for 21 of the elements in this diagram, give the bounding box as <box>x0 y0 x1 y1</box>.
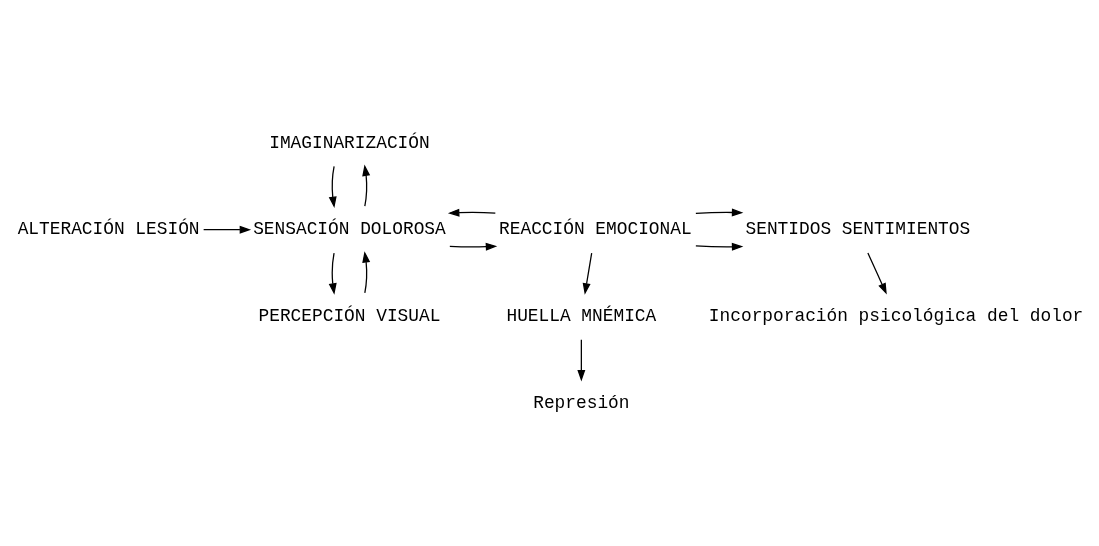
node-text: REACCIÓN EMOCIONAL <box>499 219 692 240</box>
node-text: Represión <box>533 392 630 413</box>
node-text: SENSACIÓN DOLOROSA <box>253 219 446 240</box>
node-text: HUELLA MNÉMICA <box>506 306 657 327</box>
arrow <box>447 208 496 217</box>
arrow <box>362 251 371 294</box>
arrow <box>328 165 337 209</box>
arrow <box>867 252 887 295</box>
node-text: IMAGINARIZACIÓN <box>269 132 430 153</box>
node-text: ALTERACIÓN LESIÓN <box>17 219 200 240</box>
arrow <box>328 252 337 295</box>
arrow <box>362 164 371 207</box>
node-text: Incorporación psicológica del dolor <box>708 306 1084 327</box>
arrow <box>577 339 586 382</box>
arrow <box>203 225 252 234</box>
arrow <box>695 242 744 251</box>
arrow <box>582 252 593 295</box>
arrow <box>695 208 744 217</box>
node-text: PERCEPCIÓN VISUAL <box>258 306 441 327</box>
arrow <box>449 242 498 251</box>
node-text: SENTIDOS SENTIMIENTOS <box>745 219 971 240</box>
